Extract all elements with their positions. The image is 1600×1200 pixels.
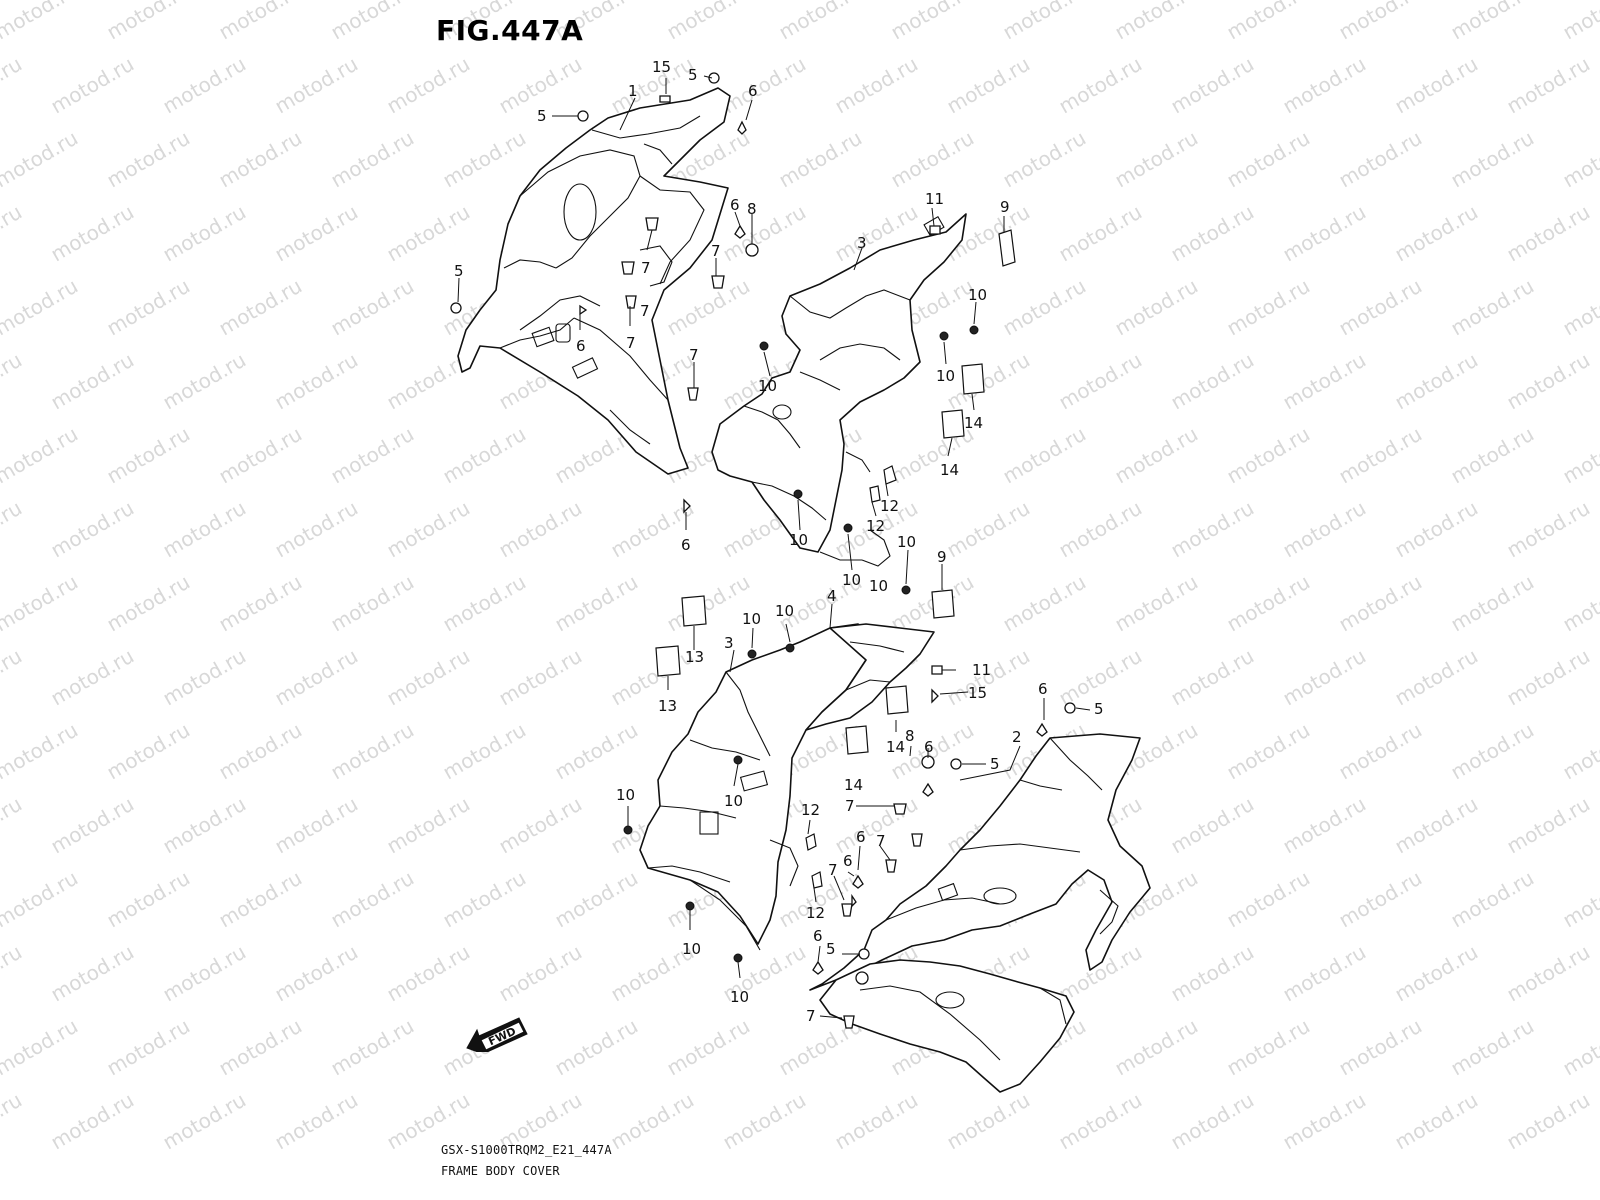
callout: 14 xyxy=(964,414,983,432)
callout: 4 xyxy=(827,587,837,605)
callout: 6 xyxy=(576,337,586,355)
callout: 7 xyxy=(876,832,886,850)
callout: 10 xyxy=(842,571,861,589)
forward-direction-arrow-icon: FWD xyxy=(466,1017,528,1052)
caption: FRAME BODY COVER xyxy=(441,1164,560,1178)
callout: 5 xyxy=(688,66,698,84)
leader-lines xyxy=(457,75,1091,1019)
callout: 10 xyxy=(775,602,794,620)
sheet-9-upper xyxy=(998,229,1016,267)
callout: 10 xyxy=(869,577,888,595)
callout: 5 xyxy=(990,755,1000,773)
callout: 6 xyxy=(681,536,691,554)
part-3-upper-inner-cover xyxy=(711,213,967,567)
pad-14-d xyxy=(845,725,869,755)
callout: 10 xyxy=(742,610,761,628)
callout: 9 xyxy=(1000,198,1010,216)
callout: 15 xyxy=(968,684,987,702)
seal-12-b xyxy=(869,485,881,503)
seal-12-c xyxy=(805,833,817,851)
seal-12-a xyxy=(883,465,897,485)
callout: 10 xyxy=(616,786,635,804)
callout: 14 xyxy=(940,461,959,479)
callout: 6 xyxy=(813,927,823,945)
pad-13-a xyxy=(681,595,707,627)
callout: 11 xyxy=(925,190,944,208)
callout: 10 xyxy=(682,940,701,958)
part-4-inner-panel xyxy=(805,623,935,731)
callout: 6 xyxy=(856,828,866,846)
pads-and-sheets xyxy=(655,229,1016,889)
part-1-front-cover xyxy=(457,87,731,475)
callout: 10 xyxy=(758,377,777,395)
callout: 5 xyxy=(1094,700,1104,718)
pad-14-a xyxy=(961,363,985,395)
callout: 12 xyxy=(866,517,885,535)
callout: 2 xyxy=(1012,728,1022,746)
callout: 7 xyxy=(641,259,651,277)
callout: 10 xyxy=(730,988,749,1006)
callout: 7 xyxy=(689,346,699,364)
callout: 12 xyxy=(801,801,820,819)
callout: 6 xyxy=(748,82,758,100)
callout: 10 xyxy=(968,286,987,304)
callout: 6 xyxy=(730,196,740,214)
callout: 7 xyxy=(640,302,650,320)
callout: 7 xyxy=(828,861,838,879)
callout: 12 xyxy=(880,497,899,515)
callout: 1 xyxy=(628,82,638,100)
callout: 13 xyxy=(685,648,704,666)
callout: 12 xyxy=(806,904,825,922)
callout: 10 xyxy=(897,533,916,551)
footer: GSX-S1000TRQM2_E21_447A FRAME BODY COVER xyxy=(441,1140,612,1182)
callout: 8 xyxy=(747,200,757,218)
callout: 13 xyxy=(658,697,677,715)
pad-14-c xyxy=(885,685,909,715)
callout: 7 xyxy=(626,334,636,352)
callout: 15 xyxy=(652,58,671,76)
callout-labels: 15 5 1 6 5 6 8 7 7 5 7 6 7 7 6 11 9 3 10… xyxy=(454,58,1104,1025)
callout: 10 xyxy=(724,792,743,810)
fasteners xyxy=(450,72,1076,1029)
callout: 14 xyxy=(844,776,863,794)
callout: 5 xyxy=(454,262,464,280)
callout: 7 xyxy=(845,797,855,815)
callout: 5 xyxy=(537,107,547,125)
callout: 14 xyxy=(886,738,905,756)
pad-14-b xyxy=(941,409,965,439)
callout: 8 xyxy=(905,727,915,745)
callout: 6 xyxy=(1038,680,1048,698)
part-2-under-cover xyxy=(809,733,1151,1093)
callout: 6 xyxy=(924,738,934,756)
callout: 11 xyxy=(972,661,991,679)
figure-title: FIG.447A xyxy=(436,14,584,47)
callout: 3 xyxy=(857,234,867,252)
callout: 10 xyxy=(936,367,955,385)
callout: 10 xyxy=(789,531,808,549)
callout: 5 xyxy=(826,940,836,958)
callout: 3 xyxy=(724,634,734,652)
sheet-9-lower xyxy=(931,589,955,619)
model-code: GSX-S1000TRQM2_E21_447A xyxy=(441,1143,612,1157)
callout: 6 xyxy=(843,852,853,870)
seal-12-d xyxy=(811,871,823,889)
pad-13-b xyxy=(655,645,681,677)
callout: 9 xyxy=(937,548,947,566)
callout: 7 xyxy=(806,1007,816,1025)
callout: 7 xyxy=(711,242,721,260)
